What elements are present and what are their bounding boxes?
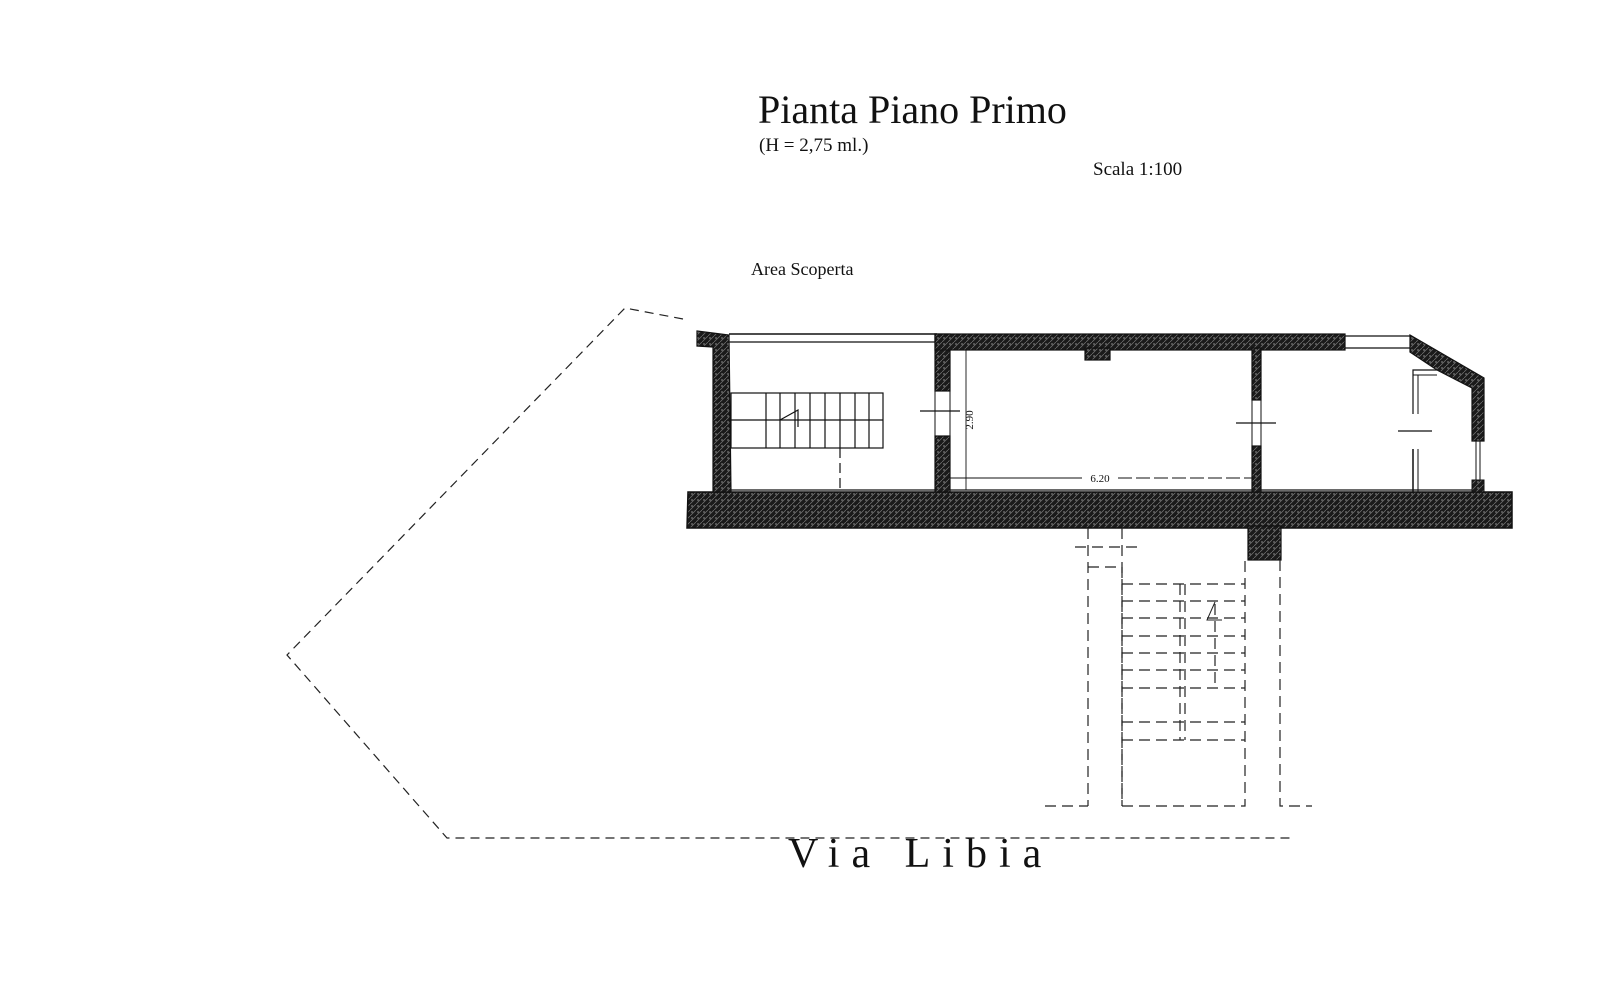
stair-room (696, 330, 937, 493)
open-area-label: Area Scoperta (751, 259, 854, 279)
right-room (1261, 333, 1485, 493)
middle-room: 2.90 6.20 (934, 333, 1346, 491)
stair-arrow-icon (1206, 601, 1222, 621)
svg-text:2.90: 2.90 (964, 410, 976, 430)
internal-stairs (730, 392, 884, 492)
scale-label: Scala 1:100 (1093, 159, 1183, 180)
partition-wall-2 (1236, 347, 1276, 493)
ceiling-height-note: (H = 2,75 ml.) (759, 135, 869, 156)
main-front-wall (686, 491, 1513, 529)
dimension-depth: 2.90 (964, 350, 976, 490)
plan-title: Pianta Piano Primo (758, 87, 1067, 132)
open-area-boundary (286, 307, 1290, 839)
pillar (1247, 525, 1282, 561)
partition-wall-1 (920, 333, 960, 493)
street-name-label: Via Libia (788, 831, 1054, 877)
dimension-length: 6.20 (950, 473, 1252, 485)
svg-text:6.20: 6.20 (1090, 473, 1110, 485)
external-stairs (1045, 528, 1312, 807)
